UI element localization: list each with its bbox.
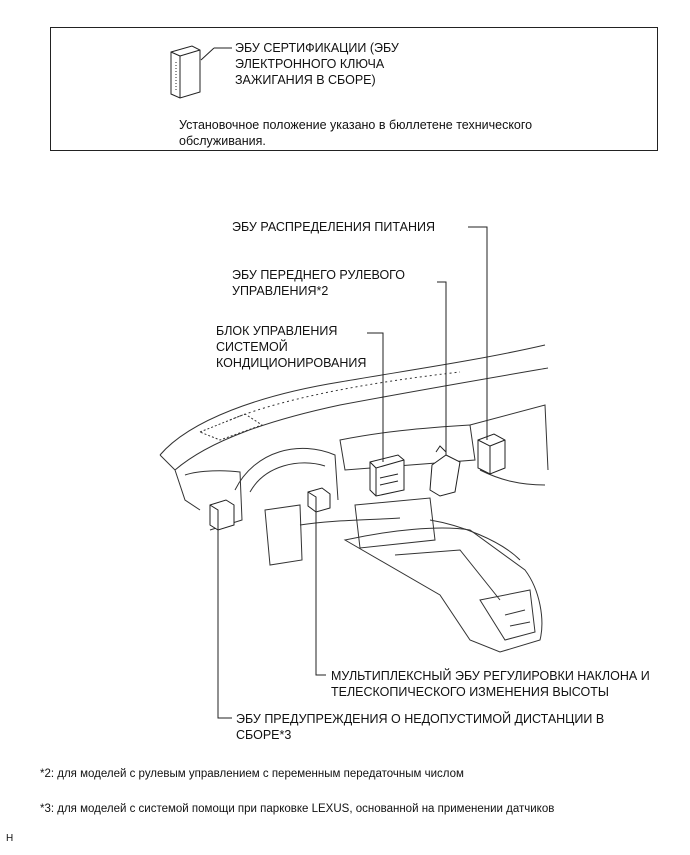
distance-warning-ecu-label: ЭБУ ПРЕДУПРЕЖДЕНИЯ О НЕДОПУСТИМОЙ ДИСТАН… [236, 712, 605, 742]
front-steering-ecu-label: ЭБУ ПЕРЕДНЕГО РУЛЕВОГО УПРАВЛЕНИЯ*2 [232, 268, 405, 298]
tilt-telescopic-ecu-icon [307, 487, 331, 513]
distance-warning-ecu-icon [209, 499, 235, 531]
footnote-2: *2: для моделей с рулевым управлением с … [40, 768, 464, 780]
certification-ecu-label: ЭБУ СЕРТИФИКАЦИИ (ЭБУ ЭЛЕКТРОННОГО КЛЮЧА… [235, 41, 399, 87]
dashboard-outline [159, 344, 549, 653]
legend-box [50, 27, 658, 151]
ac-control-label: БЛОК УПРАВЛЕНИЯ СИСТЕМОЙ КОНДИЦИОНИРОВАН… [216, 324, 367, 370]
ac-control-icon [369, 454, 405, 497]
installation-note: Установочное положение указано в бюллете… [179, 118, 533, 148]
corner-mark: H [6, 833, 14, 844]
tilt-telescopic-ecu-label: МУЛЬТИПЛЕКСНЫЙ ЭБУ РЕГУЛИРОВКИ НАКЛОНА И… [331, 669, 650, 699]
front-steering-ecu-icon [429, 445, 461, 497]
leader-lines [217, 226, 488, 719]
power-distribution-ecu-label: ЭБУ РАСПРЕДЕЛЕНИЯ ПИТАНИЯ [232, 220, 435, 234]
certification-ecu-icon [170, 45, 201, 99]
footnote-3: *3: для моделей с системой помощи при па… [40, 803, 555, 815]
power-distribution-ecu-icon [477, 433, 506, 475]
